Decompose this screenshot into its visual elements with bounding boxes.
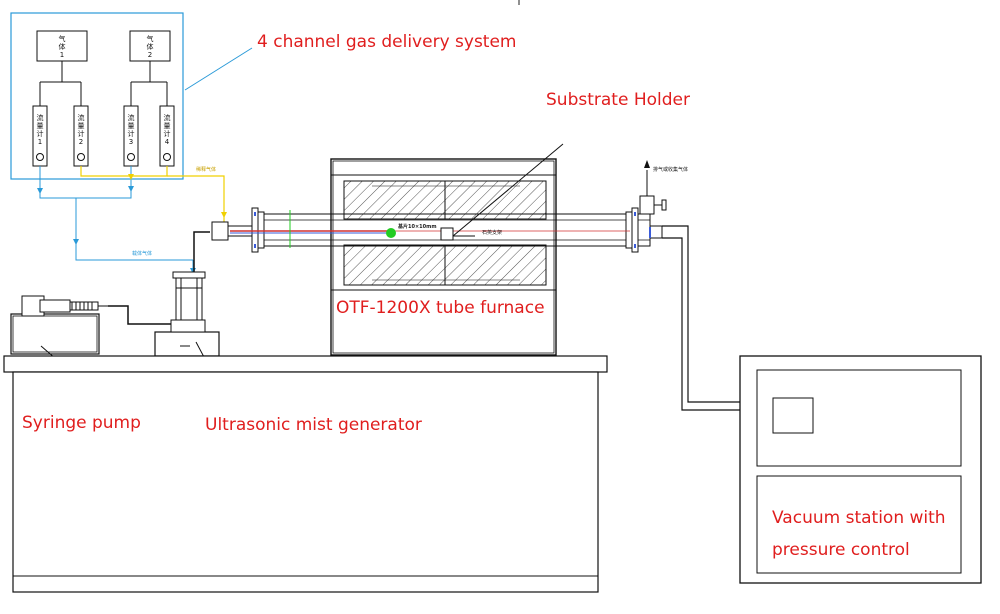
quartz-holder-annotation: 石英支架 bbox=[482, 230, 503, 236]
table bbox=[3, 355, 608, 593]
sample-dot bbox=[386, 228, 396, 238]
flowmeter-1-label: 流量计1 bbox=[36, 114, 44, 146]
syringe-pump-callout: Syringe pump bbox=[22, 413, 141, 433]
carrier-gas-annotation: 载体气体 bbox=[132, 251, 153, 257]
mist-generator-callout: Ultrasonic mist generator bbox=[205, 415, 422, 435]
gas-box-2 bbox=[129, 30, 171, 62]
vacuum-station bbox=[739, 355, 982, 584]
flowmeter-2-label: 流量计2 bbox=[77, 114, 85, 146]
quartz-tube bbox=[211, 143, 667, 253]
gas-box-1-label: 气体1 bbox=[58, 35, 66, 59]
tube-furnace bbox=[330, 158, 557, 356]
syringe-pump bbox=[10, 295, 172, 405]
gas-box-1 bbox=[36, 30, 88, 62]
dilution-gas-annotation: 稀释气体 bbox=[196, 167, 217, 173]
vacuum-station-callout: Vacuum station with pressure control bbox=[772, 508, 946, 560]
flowmeter-4-label: 流量计4 bbox=[163, 114, 171, 146]
substrate-holder-callout: Substrate Holder bbox=[546, 90, 690, 110]
vacuum-line bbox=[662, 225, 740, 411]
mist-generator bbox=[154, 231, 231, 407]
gas-box-2-label: 气体2 bbox=[146, 35, 154, 59]
sample-size-annotation: 基片10×10mm bbox=[398, 224, 437, 230]
flowmeter-3-label: 流量计3 bbox=[127, 114, 135, 146]
gas-delivery-panel bbox=[10, 12, 253, 180]
vacuum-display bbox=[772, 397, 814, 434]
gas-piping bbox=[37, 166, 227, 274]
exhaust-annotation: 排气或收集气体 bbox=[653, 167, 689, 173]
furnace-callout: OTF-1200X tube furnace bbox=[336, 298, 545, 318]
gas-system-callout: 4 channel gas delivery system bbox=[257, 32, 517, 52]
